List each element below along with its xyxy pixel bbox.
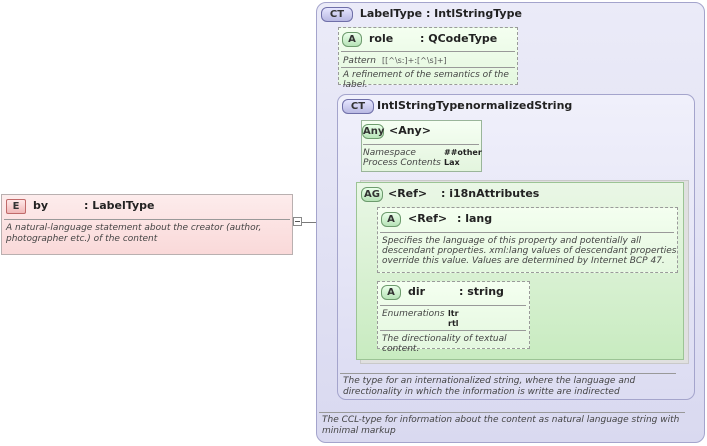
- attribute-badge: A: [381, 212, 401, 227]
- any-separator: [363, 144, 479, 145]
- element-type: : LabelType: [84, 199, 155, 212]
- element-by[interactable]: [1, 194, 293, 255]
- intlstring-title: IntlStringType: [377, 99, 465, 112]
- dir-doc: The directionality of textual content.: [382, 334, 507, 354]
- attr-group-badge: AG: [361, 187, 383, 202]
- lang-doc: Specifies the language of this property …: [382, 236, 677, 266]
- any-process-value: Lax: [444, 158, 460, 167]
- intlstring-doc-separator: [340, 373, 676, 374]
- intlstring-type: : normalizedString: [457, 99, 573, 112]
- intlstring-doc: The type for an internationalized string…: [343, 376, 636, 397]
- any-badge: Any: [362, 124, 385, 139]
- dir-separator: [380, 305, 526, 306]
- element-doc: A natural-language statement about the c…: [6, 223, 262, 244]
- complex-type-header: CT LabelType : IntlStringType: [321, 7, 621, 23]
- attribute-dir-name: dir: [408, 285, 426, 298]
- any-header: Any <Any>: [362, 124, 480, 139]
- element-badge: E: [6, 199, 26, 214]
- element-separator: [4, 219, 290, 220]
- attribute-role: [338, 27, 518, 85]
- expand-collapse-icon[interactable]: [293, 217, 302, 226]
- attribute-role-header: A role : QCodeType: [342, 32, 517, 47]
- attr-group-type: : i18nAttributes: [441, 187, 540, 200]
- attribute-dir: [377, 281, 530, 349]
- dir-doc-separator: [380, 330, 526, 331]
- labeltype-doc-separator: [319, 412, 685, 413]
- complex-type-badge: CT: [342, 99, 374, 114]
- complex-type-title: LabelType : IntlStringType: [359, 7, 522, 20]
- attribute-lang-type: : lang: [457, 212, 493, 225]
- attr-group-header: AG <Ref> : i18nAttributes: [361, 187, 661, 202]
- element-header: E by : LabelType: [6, 199, 286, 214]
- attribute-dir-header: A dir : string: [381, 285, 526, 300]
- attribute-role-type: : QCodeType: [420, 32, 498, 45]
- complex-type-badge: CT: [321, 7, 353, 22]
- role-pattern-label: Pattern: [343, 56, 376, 66]
- attribute-lang-name: <Ref>: [408, 212, 448, 225]
- attribute-lang: [377, 207, 678, 273]
- attribute-role-name: role: [369, 32, 394, 45]
- any-name: <Any>: [389, 124, 431, 137]
- dir-enum-label: Enumerations: [382, 309, 445, 319]
- element-name: by: [33, 199, 49, 212]
- connector-element-to-type: [302, 222, 324, 223]
- attribute-badge: A: [381, 285, 401, 300]
- role-separator: [341, 51, 515, 52]
- attribute-lang-header: A <Ref> : lang: [381, 212, 671, 227]
- any-namespace-label: Namespace: [363, 148, 416, 158]
- role-doc-separator: [341, 67, 515, 68]
- attribute-dir-type: : string: [459, 285, 504, 298]
- any-namespace-value: ##other: [444, 148, 482, 157]
- lang-separator: [380, 232, 674, 233]
- intlstring-header: CT IntlStringType : normalizedString: [342, 99, 642, 115]
- dir-enum-values: ltr rtl: [448, 309, 459, 328]
- labeltype-doc: The CCL-type for information about the c…: [322, 415, 680, 436]
- attribute-badge: A: [342, 32, 362, 47]
- any-process-label: Process Contents: [363, 158, 441, 168]
- attr-group-name: <Ref>: [388, 187, 428, 200]
- role-doc: A refinement of the semantics of the lab…: [343, 70, 509, 90]
- role-pattern-value: [[^\s:]+:[^\s]+]: [382, 56, 447, 65]
